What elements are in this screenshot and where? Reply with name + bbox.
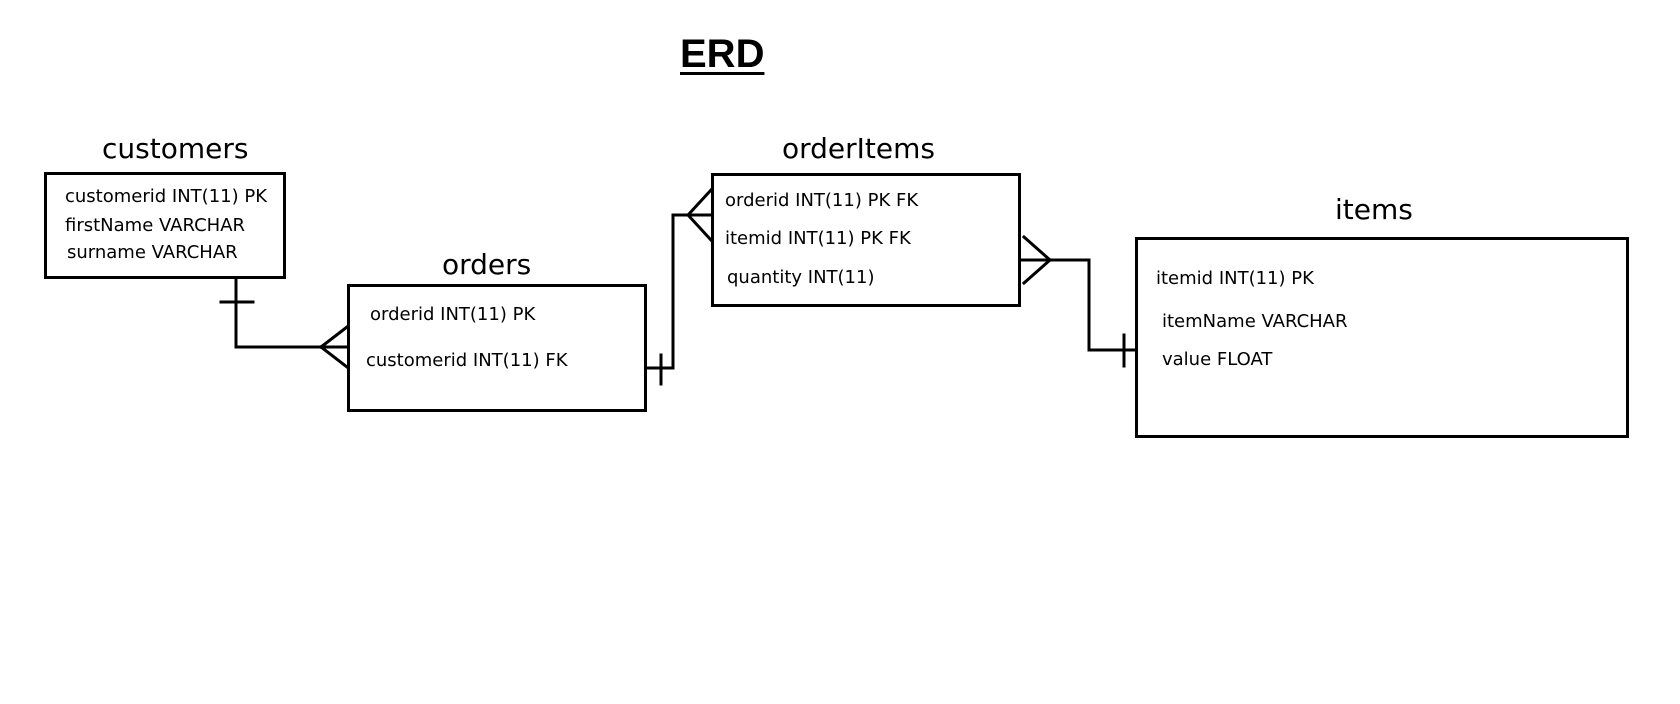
attribute-orders-orderid: orderid INT(11) PK [370, 304, 536, 325]
entity-name-items: items [1335, 193, 1413, 226]
attribute-orders-customerid: customerid INT(11) FK [366, 350, 568, 371]
attribute-orderitems-orderid: orderid INT(11) PK FK [725, 190, 919, 211]
relationship-customers-orders [219, 277, 350, 370]
attribute-customers-customerid: customerid INT(11) PK [65, 186, 268, 207]
crows-foot-many-marker [1021, 234, 1053, 286]
attribute-items-value: value FLOAT [1162, 349, 1273, 370]
entity-box-items[interactable]: itemid INT(11) PK itemName VARCHAR value… [1135, 237, 1629, 438]
connector-line [1019, 258, 1137, 352]
entity-name-orderitems: orderItems [782, 132, 935, 165]
diagram-title: ERD [680, 32, 765, 76]
attribute-customers-firstname: firstName VARCHAR [65, 215, 246, 236]
crows-foot-many-marker [685, 187, 714, 243]
entity-box-customers[interactable]: customerid INT(11) PK firstName VARCHAR … [44, 172, 286, 279]
relationship-orderitems-items [1019, 234, 1137, 368]
attribute-items-itemname: itemName VARCHAR [1162, 311, 1348, 332]
attribute-orderitems-itemid: itemid INT(11) PK FK [725, 228, 911, 249]
attribute-customers-surname: surname VARCHAR [67, 242, 238, 263]
connector-line [645, 213, 713, 370]
attribute-items-itemid: itemid INT(11) PK [1156, 268, 1314, 289]
relationship-orders-orderitems [645, 187, 714, 386]
entity-box-orderitems[interactable]: orderid INT(11) PK FK itemid INT(11) PK … [711, 173, 1021, 307]
entity-name-orders: orders [442, 248, 532, 281]
connector-line [234, 277, 349, 349]
attribute-orderitems-quantity: quantity INT(11) [727, 267, 875, 288]
entity-box-orders[interactable]: orderid INT(11) PK customerid INT(11) FK [347, 284, 647, 412]
entity-name-customers: customers [102, 132, 249, 165]
crows-foot-many-marker [318, 324, 350, 370]
